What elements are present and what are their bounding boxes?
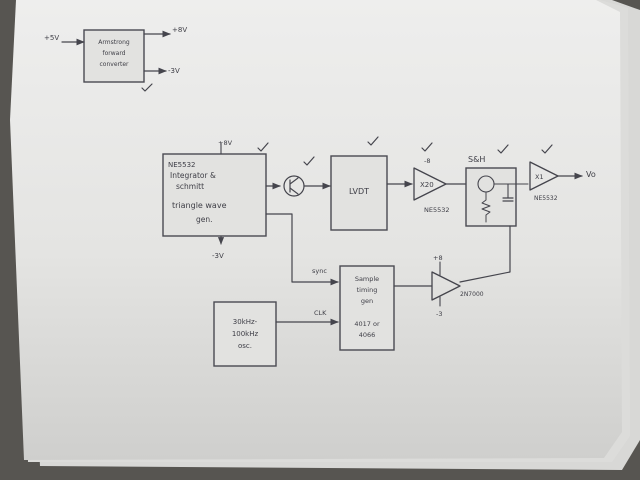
check-mark xyxy=(367,136,379,146)
oscillator-line-2: 100kHz xyxy=(232,330,259,338)
converter-line-3: converter xyxy=(100,61,130,68)
buffer-gain-label: X1 xyxy=(535,173,544,181)
integrator-block: NE5532 Integrator & schmitt triangle wav… xyxy=(162,153,267,237)
integrator-neg-label: -3V xyxy=(212,252,224,260)
timing-line-1: Sample xyxy=(355,275,379,283)
amplifier-symbol xyxy=(413,167,447,201)
timing-line-2: timing xyxy=(357,286,378,294)
amplifier-supply-label: -8 xyxy=(424,157,430,165)
sh-resistor xyxy=(481,191,491,223)
converter-box xyxy=(83,29,145,83)
comparator-neg-label: -3 xyxy=(436,310,442,318)
timing-line-5: 4066 xyxy=(359,331,376,339)
paper-sheet xyxy=(10,0,622,460)
clk-label: CLK xyxy=(314,309,327,317)
comparator-symbol xyxy=(431,271,461,301)
sync-label: sync xyxy=(312,267,327,275)
amplifier-gain-label: X20 xyxy=(420,181,434,189)
check-mark xyxy=(141,83,153,92)
integrator-line-5: gen. xyxy=(196,215,213,224)
integrator-box xyxy=(162,153,267,237)
gate-drive-wire xyxy=(459,225,511,283)
oscillator-box xyxy=(213,301,277,367)
buffer-part-label: NE5532 xyxy=(534,195,558,202)
oscillator-line-3: osc. xyxy=(238,342,252,350)
converter-neg-label: -3V xyxy=(168,67,180,75)
converter-pos-label: +8V xyxy=(172,26,187,34)
check-mark xyxy=(541,144,553,154)
lvdt-label: LVDT xyxy=(349,187,369,196)
integrator-pos-label: +8V xyxy=(218,139,233,147)
timing-line-4: 4017 or xyxy=(354,320,380,328)
buffer-symbol xyxy=(529,161,559,191)
amplifier-part-label: NE5532 xyxy=(424,206,450,214)
timing-box xyxy=(339,265,395,351)
converter-line-2: forward xyxy=(102,50,125,57)
integrator-line-3: schmitt xyxy=(176,182,204,191)
comparator-pos-label: +8 xyxy=(433,254,443,262)
converter-block: Armstrong forward converter xyxy=(83,29,145,83)
integrator-line-1: NE5532 xyxy=(168,161,195,169)
integrator-line-2: Integrator & xyxy=(170,171,216,180)
check-mark xyxy=(303,156,315,166)
sample-hold-label: S&H xyxy=(468,155,485,164)
check-mark xyxy=(257,142,269,152)
check-mark xyxy=(421,142,433,152)
oscillator-line-1: 30kHz- xyxy=(233,318,258,326)
lvdt-box xyxy=(330,155,388,231)
check-mark xyxy=(497,144,509,154)
integrator-line-4: triangle wave xyxy=(172,201,227,210)
converter-input-label: +5V xyxy=(44,34,59,42)
sync-wire xyxy=(265,213,339,286)
converter-line-1: Armstrong xyxy=(98,39,130,46)
timing-line-3: gen xyxy=(361,297,373,305)
comparator-part-label: 2N7000 xyxy=(460,291,484,298)
buffer-output-label: Vo xyxy=(586,170,596,179)
